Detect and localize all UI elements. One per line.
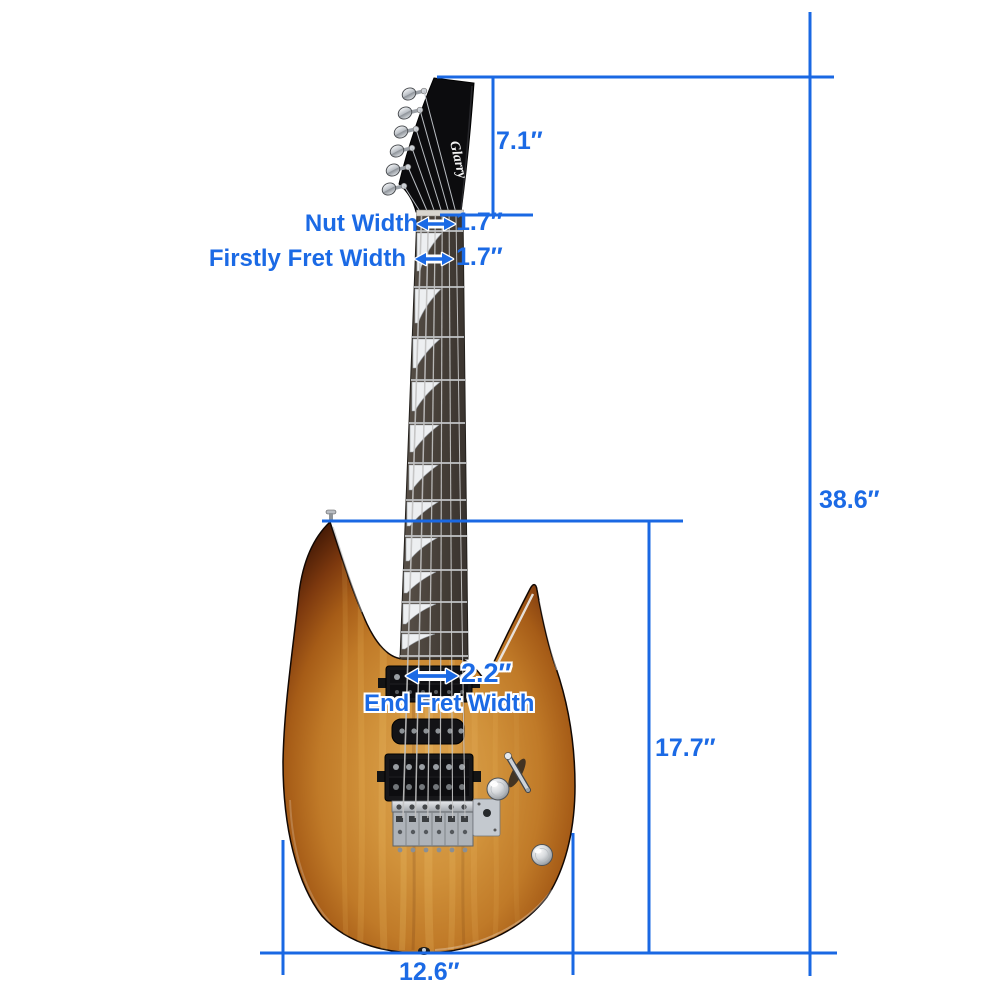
dim-end-fret-width-value: 2.2″	[461, 658, 512, 688]
frets	[400, 230, 468, 657]
cutaway-highlight	[488, 593, 535, 679]
dim-body-width-value: 12.6″	[399, 958, 460, 986]
dim-total-length-value: 38.6″	[819, 486, 880, 514]
tone-knob	[531, 844, 553, 866]
tuning-pegs	[381, 87, 428, 196]
dim-headstock-length-value: 7.1″	[496, 127, 543, 155]
tremolo-bridge	[391, 798, 501, 853]
strings	[402, 215, 466, 819]
selector-switch	[504, 752, 531, 793]
double-arrow-icon	[413, 251, 455, 267]
dim-first-fret-width-value: 1.7″	[456, 243, 503, 271]
dim-end-fret-width-label: End Fret Width	[364, 690, 535, 717]
double-arrow-icon	[415, 216, 457, 232]
dim-body-length-value: 17.7″	[655, 734, 716, 762]
guitar-headstock: Glarry	[381, 77, 475, 214]
dim-nut-width-label: Nut Width	[304, 210, 418, 237]
headstock-strings	[403, 90, 457, 214]
volume-knob	[486, 777, 510, 801]
dim-first-fret-width-label: Firstly Fret Width	[208, 245, 406, 272]
double-arrow-icon	[404, 667, 460, 685]
middle-pickup-single-coil	[391, 718, 465, 745]
dim-nut-width-value: 1.7″	[456, 208, 503, 236]
